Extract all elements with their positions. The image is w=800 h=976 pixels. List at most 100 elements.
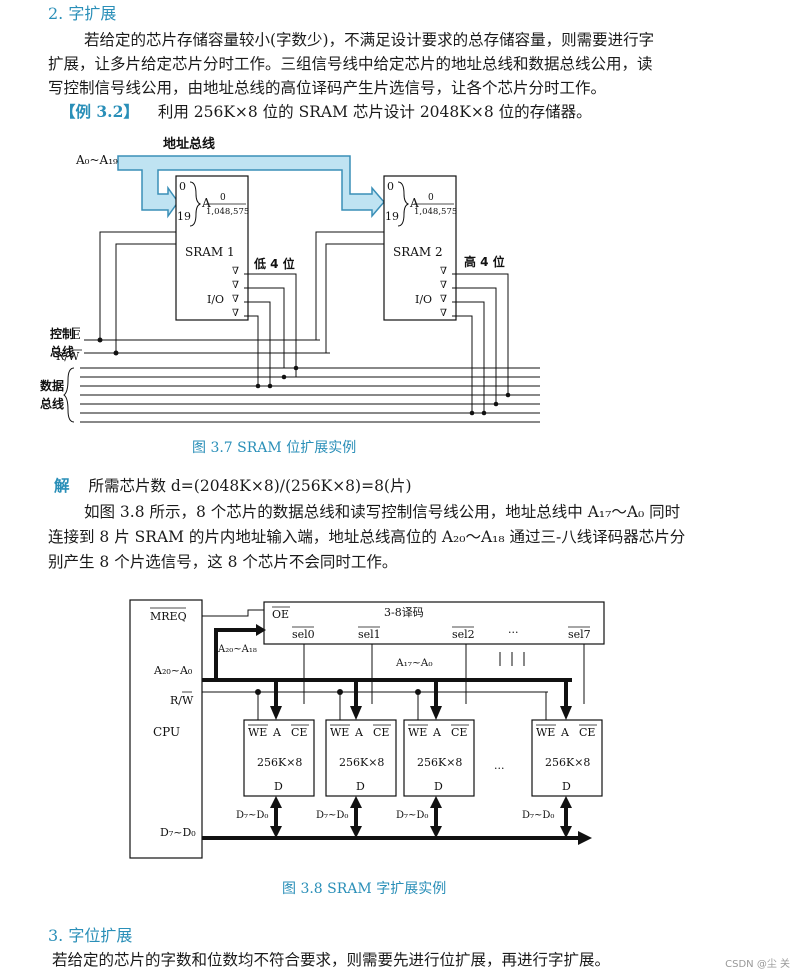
- signal-rw: R/W: [56, 350, 80, 363]
- data-arrowheads: [270, 796, 572, 838]
- solution-formula: 所需芯片数 d=(2048K×8)/(256K×8)=8(片): [88, 477, 412, 495]
- watermark: CSDN @尘 关: [725, 959, 790, 970]
- cpu-box: [129, 599, 203, 859]
- paragraph-line: 写控制信号线公用，由地址总线的高位译码产生片选信号，让各个芯片分时工作。: [48, 79, 607, 97]
- junction-dots: [97, 337, 119, 356]
- chip1-we: WE: [330, 726, 349, 739]
- paragraph-line: 连接到 8 片 SRAM 的片内地址输入端，地址总线高位的 A₂₀～A₁₈ 通过…: [48, 528, 686, 546]
- chip2-ce: CE: [451, 726, 467, 739]
- sram2-a-label: A: [409, 196, 419, 210]
- svg-text:∇: ∇: [232, 294, 239, 305]
- low-bits-label: 低 4 位: [253, 256, 295, 271]
- chips-dots: ···: [494, 762, 505, 775]
- chip7-data-label: D₇~D₀: [522, 810, 554, 821]
- chip1-a: A: [354, 726, 364, 739]
- chip7-ce: CE: [579, 726, 595, 739]
- svg-text:∇: ∇: [440, 266, 447, 277]
- sram2-io-pins: ∇ ∇ ∇ ∇: [440, 266, 447, 319]
- a20-a18-label: A₂₀~A₁₈: [217, 644, 257, 655]
- memory-chips: WE A CE 256K×8 D WE A CE 256K×8 D WE A C…: [243, 719, 603, 797]
- chip1-data-label: D₇~D₀: [316, 810, 348, 821]
- chip0-a: A: [272, 726, 282, 739]
- section-heading: 3. 字位扩展: [48, 926, 133, 945]
- chip2-data-label: D₇~D₀: [396, 810, 428, 821]
- address-bus-arrow: [117, 155, 385, 219]
- sram1-brace: [189, 181, 202, 227]
- sram1-range-top: 0: [220, 193, 226, 203]
- chip7-we: WE: [536, 726, 555, 739]
- data-bus-lines: [80, 367, 540, 423]
- memory-chip-1: WE A CE 256K×8 D: [325, 719, 397, 797]
- svg-text:∇: ∇: [232, 308, 239, 319]
- a20-a18-bus: [214, 628, 256, 680]
- data-bus-brace: [63, 367, 75, 423]
- example-tag: 【例 3.2】: [60, 102, 139, 121]
- paragraph-line: 如图 3.8 所示，8 个芯片的数据总线和读写控制信号线公用，地址总线中 A₁₇…: [84, 503, 681, 521]
- figure-3-7-bit-expansion: 地址总线 A₀~A₁₉ 0 19 A 0 1,048,575 SRAM 1 I/…: [40, 136, 540, 423]
- signal-e: E: [72, 328, 81, 342]
- data-bus-label-1: 数据: [40, 378, 64, 393]
- a20-a0-label: A₂₀~A₀: [153, 664, 193, 677]
- chip7-d: D: [562, 780, 571, 793]
- paragraph-line: 别产生 8 个片选信号，这 8 个芯片不会同时工作。: [48, 553, 398, 571]
- paragraph-line: 若给定的芯片存储容量较小(字数少)，不满足设计要求的总存储容量，则需要进行字: [84, 31, 655, 49]
- cpu-data-label: D₇~D₀: [160, 826, 196, 839]
- address-arrowheads: [270, 706, 572, 720]
- memory-chip-0: WE A CE 256K×8 D: [243, 719, 315, 797]
- example-text: 利用 256K×8 位的 SRAM 芯片设计 2048K×8 位的存储器。: [157, 103, 592, 121]
- decoder-sel-dots: ···: [508, 626, 519, 639]
- sram2-chip: [383, 175, 457, 321]
- sram2-data-wiring: [452, 273, 509, 413]
- chip-select-wires: [303, 644, 585, 704]
- svg-text:∇: ∇: [440, 280, 447, 291]
- control-bus-label-1: 控制: [50, 326, 74, 341]
- address-bus-label: 地址总线: [163, 136, 215, 152]
- decoder-sel1: sel1: [358, 628, 381, 641]
- sram1-pin-0: 0: [179, 180, 186, 193]
- mreq-label: MREQ: [150, 610, 187, 623]
- chip1-label: 256K×8: [339, 756, 384, 769]
- svg-text:∇: ∇: [232, 280, 239, 291]
- sram2-brace: [397, 181, 410, 227]
- sram2-name: SRAM 2: [393, 245, 443, 259]
- rw-junction-dots: [255, 689, 421, 695]
- chip0-ce: CE: [291, 726, 307, 739]
- sram1-io-pins: ∇ ∇ ∇ ∇: [232, 266, 239, 319]
- we-wires: [257, 692, 547, 720]
- paragraph-line: 扩展，让多片给定芯片分时工作。三组信号线中给定芯片的地址总线和数据总线公用，读: [48, 55, 653, 73]
- sram2-range-top: 0: [428, 193, 434, 203]
- sram1-pin-19: 19: [177, 210, 191, 223]
- sram1-name: SRAM 1: [185, 245, 235, 259]
- svg-text:∇: ∇: [232, 266, 239, 277]
- figure-3-8-caption: 图 3.8 SRAM 字扩展实例: [282, 881, 447, 897]
- high-bits-label: 高 4 位: [464, 254, 505, 269]
- address-drops: [274, 678, 572, 708]
- decoder-sel0: sel0: [292, 628, 315, 641]
- sram1-data-wiring: [244, 273, 297, 386]
- sram2-pin-0: 0: [387, 180, 394, 193]
- chip0-we: WE: [248, 726, 267, 739]
- data-bus-label-2: 总线: [40, 396, 64, 411]
- svg-text:∇: ∇: [440, 308, 447, 319]
- decoder-sel7: sel7: [568, 628, 591, 641]
- example-line: 【例 3.2】 利用 256K×8 位的 SRAM 芯片设计 2048K×8 位…: [60, 100, 592, 124]
- sram1-chip: [175, 175, 249, 321]
- figure-3-8-word-expansion: MREQ A₂₀~A₀ R/W CPU D₇~D₀ OE 3-8译码 sel0 …: [129, 599, 605, 859]
- memory-chip-2: WE A CE 256K×8 D: [403, 719, 475, 797]
- address-input-label: A₀~A₁₉: [75, 153, 118, 167]
- mreq-wire: [202, 609, 264, 617]
- chip0-data-label: D₇~D₀: [236, 810, 268, 821]
- decoder-oe: OE: [272, 608, 289, 621]
- svg-text:∇: ∇: [440, 294, 447, 305]
- chip1-d: D: [356, 780, 365, 793]
- data-drops: [274, 808, 568, 828]
- chip2-label: 256K×8: [417, 756, 462, 769]
- figure-3-7-caption: 图 3.7 SRAM 位扩展实例: [192, 440, 357, 456]
- chip0-label: 256K×8: [257, 756, 302, 769]
- chip2-d: D: [434, 780, 443, 793]
- section-heading: 2. 字扩展: [48, 4, 117, 23]
- sram2-range-bottom: 1,048,575: [414, 207, 457, 217]
- sram2-pin-19: 19: [385, 210, 399, 223]
- sram1-io: I/O: [207, 293, 224, 306]
- solution-tag: 解: [54, 476, 70, 495]
